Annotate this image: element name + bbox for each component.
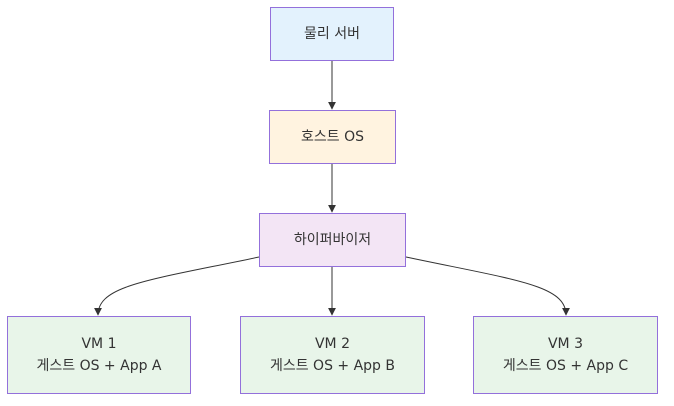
node-vm1-subtitle: 게스트 OS + App A — [36, 358, 162, 374]
node-host-os-label: 호스트 OS — [301, 129, 364, 145]
node-vm3: VM 3 게스트 OS + App C — [473, 316, 658, 394]
node-physical-server: 물리 서버 — [270, 7, 394, 61]
node-hypervisor: 하이퍼바이저 — [259, 213, 406, 267]
node-vm3-title: VM 3 — [547, 336, 583, 352]
node-vm2-title: VM 2 — [314, 336, 350, 352]
node-vm1-title: VM 1 — [81, 336, 117, 352]
node-vm2: VM 2 게스트 OS + App B — [240, 316, 425, 394]
node-vm1: VM 1 게스트 OS + App A — [7, 316, 191, 394]
edge-hypervisor-to-vm1 — [94, 256, 260, 316]
node-vm3-subtitle: 게스트 OS + App C — [502, 358, 629, 374]
node-host-os: 호스트 OS — [269, 110, 396, 164]
edge-hypervisor-to-vm3 — [405, 256, 570, 316]
node-hypervisor-label: 하이퍼바이저 — [293, 232, 372, 248]
node-physical-server-label: 물리 서버 — [304, 26, 360, 42]
node-vm2-subtitle: 게스트 OS + App B — [269, 358, 396, 374]
